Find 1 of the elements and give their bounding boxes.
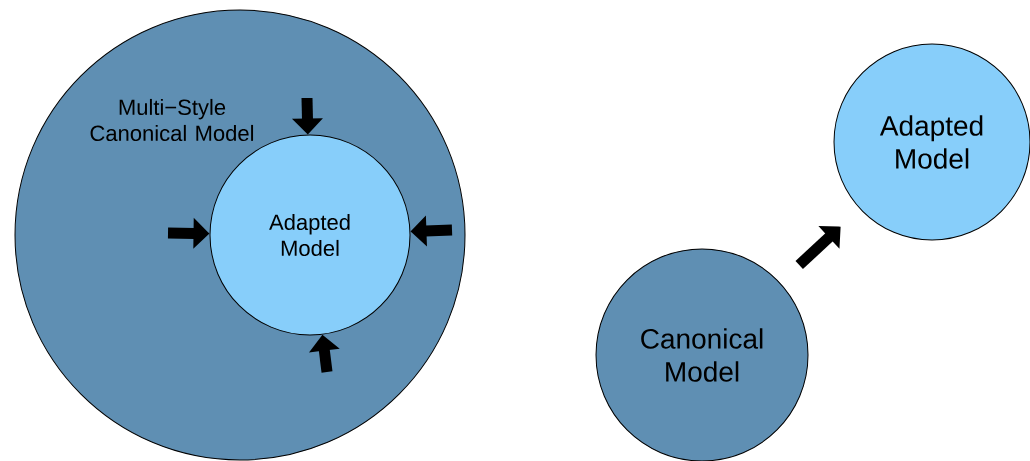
block-arrow — [795, 226, 841, 269]
